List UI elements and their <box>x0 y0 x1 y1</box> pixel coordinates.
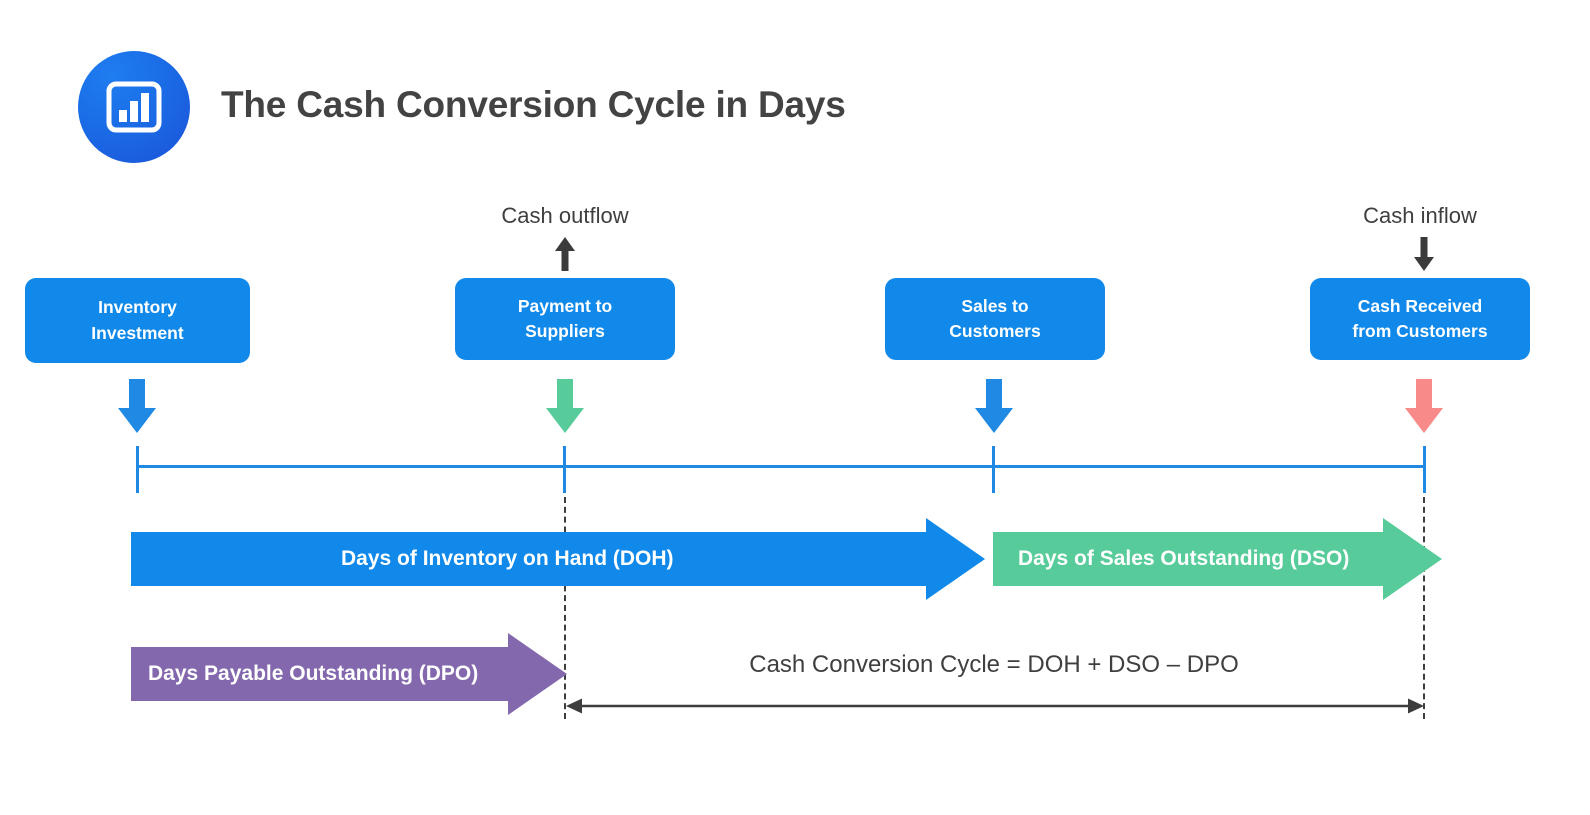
timeline-axis <box>136 465 1426 468</box>
dashed-guide-payment <box>564 497 566 719</box>
drop-arrow-down-icon-payment <box>546 379 584 433</box>
timeline-tick <box>1423 446 1426 493</box>
arrow-up-icon <box>555 237 575 271</box>
event-box-payment-to-suppliers[interactable]: Payment to Suppliers <box>455 278 675 360</box>
bar-chart-icon <box>106 81 162 133</box>
drop-arrow-down-icon-inventory <box>118 379 156 433</box>
dashed-guide-cash-received <box>1423 497 1425 719</box>
event-box-label: Payment to Suppliers <box>517 295 613 341</box>
timeline-tick <box>992 446 995 493</box>
event-box-label: Cash Received from Customers <box>1352 295 1488 341</box>
event-box-label: Sales to Customers <box>949 295 1041 341</box>
drop-arrow-down-icon-sales <box>975 379 1013 433</box>
logo <box>78 51 190 163</box>
double-headed-arrow-icon <box>566 695 1424 717</box>
duration-bar-dpo[interactable]: Days Payable Outstanding (DPO) <box>131 633 567 715</box>
page-title: The Cash Conversion Cycle in Days <box>221 84 846 125</box>
formula-label: Cash Conversion Cycle = DOH + DSO – DPO <box>749 651 1239 678</box>
timeline-tick <box>136 446 139 493</box>
duration-bar-doh[interactable]: Days of Inventory on Hand (DOH) <box>131 518 985 600</box>
cash-inflow-label: Cash inflow <box>1363 203 1477 228</box>
duration-bar-dso[interactable]: Days of Sales Outstanding (DSO) <box>993 518 1442 600</box>
arrow-down-icon <box>1414 237 1434 271</box>
event-box-sales-to-customers[interactable]: Sales to Customers <box>885 278 1105 360</box>
cash-outflow-label: Cash outflow <box>501 203 629 228</box>
drop-arrow-down-icon-cash-received <box>1405 379 1443 433</box>
event-box-label: Inventory Investment <box>91 297 184 343</box>
timeline-tick <box>563 446 566 493</box>
event-box-cash-received-from-customers[interactable]: Cash Received from Customers <box>1310 278 1530 360</box>
event-box-inventory-investment[interactable]: Inventory Investment <box>25 278 250 363</box>
